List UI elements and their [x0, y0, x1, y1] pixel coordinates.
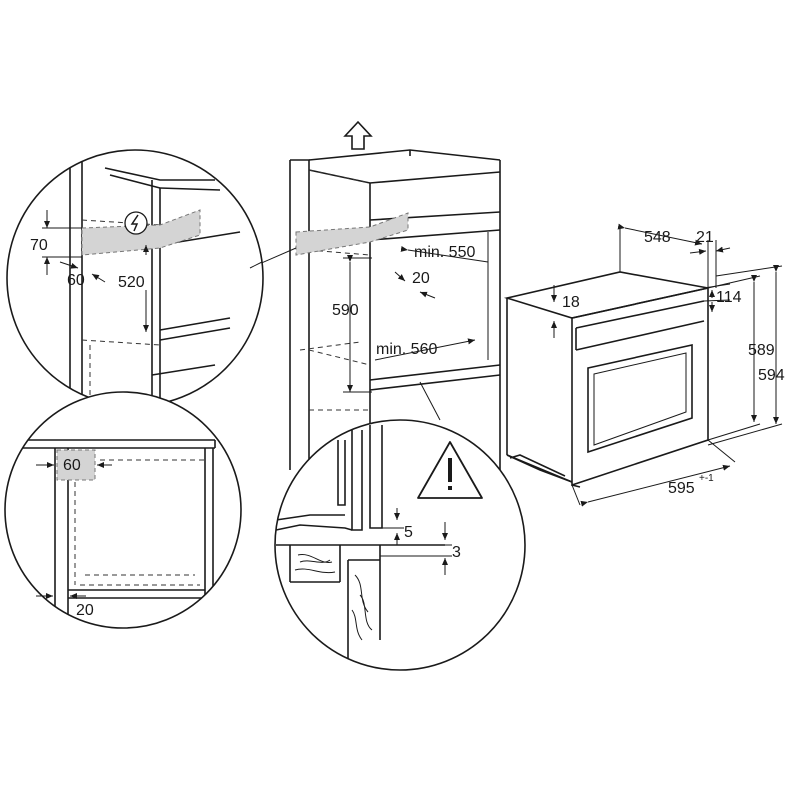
- label-mount-gap-5: 5: [404, 524, 413, 541]
- dim-oven-panel-height: 114: [703, 283, 742, 312]
- label-min-width: min. 550: [414, 244, 475, 261]
- label-top-vent-depth: 60: [67, 272, 85, 289]
- label-oven-panel-height: 114: [716, 289, 742, 306]
- dim-oven-top-offset: 18: [551, 285, 580, 338]
- dim-min-depth: min. 560: [374, 338, 476, 361]
- label-oven-width-tolerance: +-1: [699, 473, 714, 484]
- label-oven-front-depth: 21: [696, 229, 714, 246]
- label-mount-gap-3: 3: [452, 544, 461, 561]
- label-oven-width: 595: [668, 480, 695, 497]
- label-oven-total-height: 594: [758, 367, 785, 384]
- dim-depth-gap: 20: [394, 270, 436, 299]
- warning-triangle-icon: [417, 441, 483, 499]
- label-side-vent-depth: 60: [63, 457, 81, 474]
- label-oven-top-offset: 18: [562, 294, 580, 311]
- dim-oven-depth: 548 21: [617, 223, 731, 288]
- dim-oven-heights: 589 594: [707, 265, 785, 446]
- label-depth-gap: 20: [412, 270, 430, 287]
- up-arrow-icon: [343, 120, 373, 150]
- label-side-gap: 20: [76, 602, 94, 619]
- dim-oven-width: 595 +-1: [571, 439, 736, 507]
- label-oven-depth: 548: [644, 229, 671, 246]
- detail-mounting: 5 3: [274, 419, 526, 671]
- detail-top-vent: 70 60 520: [6, 149, 264, 407]
- label-oven-body-height: 589: [748, 342, 775, 359]
- electric-hazard-icon: [124, 211, 148, 235]
- label-socket-height: 520: [118, 274, 145, 291]
- label-opening-height: 590: [332, 302, 359, 319]
- oven: [503, 271, 709, 488]
- detail-side-vent: 60 20: [4, 391, 242, 629]
- label-top-vent-height: 70: [30, 237, 48, 254]
- dim-opening-height: 590: [332, 255, 372, 393]
- dim-min-width: min. 550: [400, 244, 489, 263]
- label-min-depth: min. 560: [376, 341, 437, 358]
- cabinet: [289, 149, 501, 470]
